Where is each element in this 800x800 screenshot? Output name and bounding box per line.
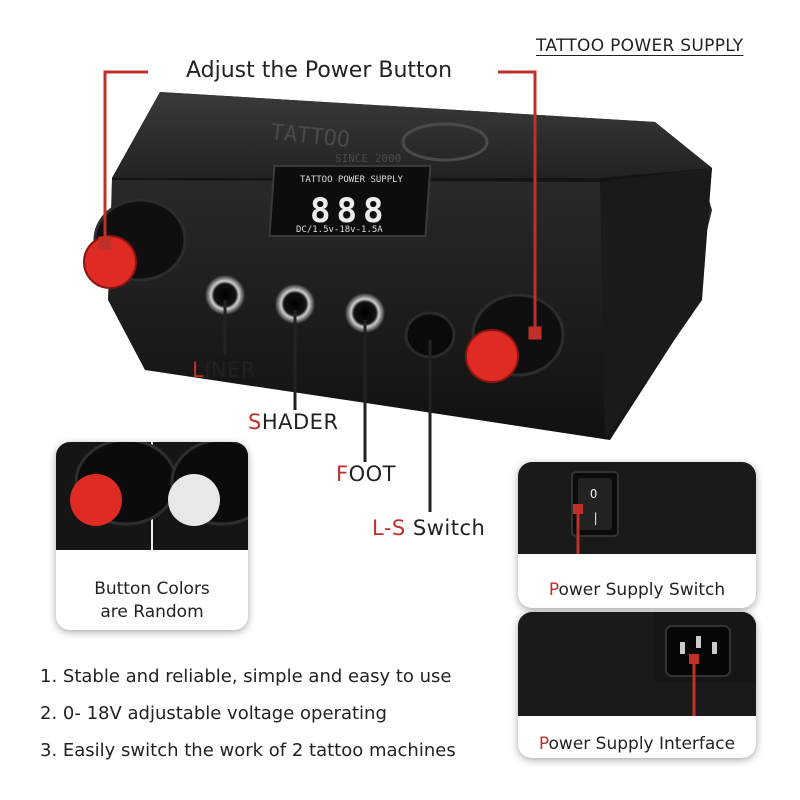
feature-item-3: 3. Easily switch the work of 2 tattoo ma… xyxy=(40,740,456,761)
left-power-knob xyxy=(83,198,187,289)
iec-socket-icon xyxy=(665,625,731,677)
rocker-off-mark: O xyxy=(590,487,597,501)
button-colors-panel: Button Colors are Random xyxy=(56,442,248,630)
display-spec-text: DC/1.5v-18v-1.5A xyxy=(296,225,383,235)
power-switch-photo: O | xyxy=(518,462,756,562)
power-supply-body: TATTOO SINCE 2000 xyxy=(108,92,712,440)
button-colors-line1: Button Colors xyxy=(94,579,210,599)
display-digits: 888 xyxy=(310,191,389,231)
ls-switch-label: L-S Switch xyxy=(372,516,486,540)
embossed-since-text: SINCE 2000 xyxy=(335,152,401,165)
power-interface-caption: Power Supply Interface xyxy=(538,734,736,754)
shader-jack xyxy=(275,284,315,324)
feature-item-1: 1. Stable and reliable, simple and easy … xyxy=(40,666,452,687)
skull-logo-icon xyxy=(401,122,489,162)
power-switch-panel: O | Power Supply Switch xyxy=(518,462,756,608)
power-switch-caption: Power Supply Switch xyxy=(548,580,726,600)
adjust-power-callout: Adjust the Power Button xyxy=(186,58,453,83)
liner-label: LINER xyxy=(192,358,256,382)
white-knob-sample xyxy=(168,474,220,526)
led-display: TATTOO POWER SUPPLY 888 DC/1.5v-18v-1.5A xyxy=(268,165,432,237)
callout-lines xyxy=(98,70,542,340)
right-power-knob xyxy=(465,293,565,383)
red-knob-sample xyxy=(70,474,122,526)
pointer-lines xyxy=(223,300,432,512)
foot-label: FOOT xyxy=(336,462,396,486)
brand-label: TATTOO POWER SUPPLY xyxy=(536,36,744,56)
power-interface-photo xyxy=(518,612,756,716)
liner-jack xyxy=(205,275,245,315)
button-colors-line2: are Random xyxy=(100,602,204,622)
button-colors-photo xyxy=(56,442,248,550)
interface-marker xyxy=(689,654,699,664)
feature-item-2: 2. 0- 18V adjustable voltage operating xyxy=(40,703,387,724)
power-interface-panel: Power Supply Interface xyxy=(518,612,756,758)
foot-jack xyxy=(345,293,385,333)
rocker-on-mark: | xyxy=(592,511,599,525)
shader-label: SHADER xyxy=(248,410,339,434)
display-title-text: TATTOO POWER SUPPLY xyxy=(300,175,404,185)
switch-marker xyxy=(573,504,583,514)
